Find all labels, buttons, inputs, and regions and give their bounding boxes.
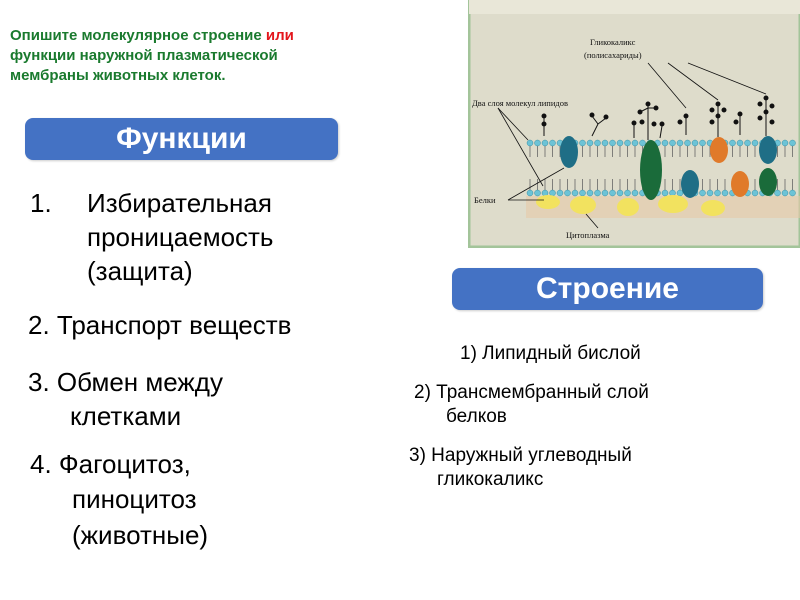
lipid-head <box>579 139 586 147</box>
protein-green-2 <box>759 168 777 196</box>
protein-yellow-5 <box>701 200 725 216</box>
lipid-head <box>541 139 549 147</box>
function-item-1-number: 1. <box>30 188 52 218</box>
lipid-head <box>789 189 796 197</box>
lipid-head <box>609 189 616 197</box>
function-item-3-line2: клетками <box>70 401 182 431</box>
lipid-head <box>714 189 721 197</box>
protein-orange-2 <box>731 171 749 197</box>
question-line2: функции наружной плазматической <box>10 47 278 64</box>
label-glycocalyx-2: (полисахариды) <box>584 50 642 60</box>
function-item-4-line3: (животные) <box>72 520 209 550</box>
structure-item-3-line1: 3) Наружный углеводный <box>409 445 632 466</box>
label-proteins: Белки <box>474 195 496 205</box>
protein-teal-1 <box>560 136 578 168</box>
lipid-head <box>616 139 624 147</box>
structure-item-2-line1: 2) Трансмембранный слой <box>414 382 649 403</box>
lipid-head <box>781 139 789 147</box>
lipid-head <box>631 189 639 197</box>
membrane-diagram: Гликокаликс (полисахариды) Два слоя моле… <box>468 0 800 248</box>
function-item-3-line1: 3. Обмен между <box>28 367 223 397</box>
lipid-head <box>751 139 759 147</box>
function-item-1-line3: (защита) <box>87 256 193 286</box>
lipid-head <box>586 189 594 197</box>
lipid-head <box>624 189 631 197</box>
label-cytoplasm: Цитоплазма <box>566 230 610 240</box>
lipid-head <box>706 189 714 197</box>
lipid-head <box>736 139 744 147</box>
lipid-head <box>586 139 594 147</box>
lipid-head <box>616 189 624 197</box>
lipid-head <box>676 139 684 147</box>
lipid-head <box>781 189 789 197</box>
lipid-head <box>534 139 541 147</box>
functions-header: Функции <box>25 118 338 160</box>
function-item-4-line2: пиноцитоз <box>72 484 197 514</box>
lipid-head <box>624 139 631 147</box>
protein-teal-2 <box>681 170 699 198</box>
glycocalyx-chains <box>541 95 775 140</box>
function-item-1-line2: проницаемость <box>87 222 274 252</box>
lipid-head <box>699 139 706 147</box>
structure-header: Строение <box>452 268 763 310</box>
lipid-head <box>744 139 751 147</box>
lipid-head <box>579 189 586 197</box>
label-glycocalyx-1: Гликокаликс <box>590 37 636 47</box>
question-heading: Опишите молекулярное строение или функци… <box>10 26 430 86</box>
lipid-head <box>789 139 796 147</box>
lipid-head <box>751 189 759 197</box>
function-item-1-line1: Избирательная <box>87 188 272 218</box>
protein-yellow-2 <box>570 196 596 214</box>
lipid-head <box>564 189 571 197</box>
lipid-head <box>594 139 601 147</box>
lipid-head <box>774 189 781 197</box>
lipid-head <box>684 139 691 147</box>
lipid-head <box>556 189 564 197</box>
lipid-head <box>631 139 639 147</box>
lipid-head <box>691 139 699 147</box>
lipid-head <box>526 189 534 197</box>
protein-green-1 <box>640 140 662 200</box>
structure-item-3-line2: гликокаликс <box>437 469 544 490</box>
lipid-head <box>549 189 556 197</box>
lipid-head <box>639 139 646 147</box>
question-part1: Опишите молекулярное строение <box>10 27 266 44</box>
lipid-head <box>676 189 684 197</box>
question-line3: мембраны животных клеток. <box>10 67 226 84</box>
diagram-top-band <box>469 0 800 14</box>
lipid-head <box>661 189 669 197</box>
lipid-head <box>534 189 541 197</box>
lipid-head <box>661 139 669 147</box>
lipid-head <box>601 139 609 147</box>
pointer-lines <box>497 62 767 229</box>
question-accent: или <box>265 27 294 44</box>
lipid-head <box>549 139 556 147</box>
protein-teal-3 <box>759 136 777 164</box>
function-item-4-line1: 4. Фагоцитоз, <box>30 449 191 479</box>
lipid-head <box>571 189 579 197</box>
lipid-head <box>729 139 736 147</box>
protein-orange-1 <box>710 137 728 163</box>
lipid-head <box>609 139 616 147</box>
function-item-2: 2. Транспорт веществ <box>28 310 292 340</box>
structure-item-2-line2: белков <box>446 406 507 427</box>
lipid-head <box>601 189 609 197</box>
structure-item-1: 1) Липидный бислой <box>460 343 641 364</box>
protein-yellow-1 <box>536 195 560 209</box>
lipid-head <box>526 139 534 147</box>
protein-yellow-3 <box>617 198 639 216</box>
lipid-head <box>721 189 729 197</box>
lipid-head <box>699 189 706 197</box>
lipid-head <box>594 189 601 197</box>
protein-yellow-4 <box>658 195 688 213</box>
label-lipids: Два слоя молекул липидов <box>472 98 568 108</box>
lipid-head <box>669 139 676 147</box>
